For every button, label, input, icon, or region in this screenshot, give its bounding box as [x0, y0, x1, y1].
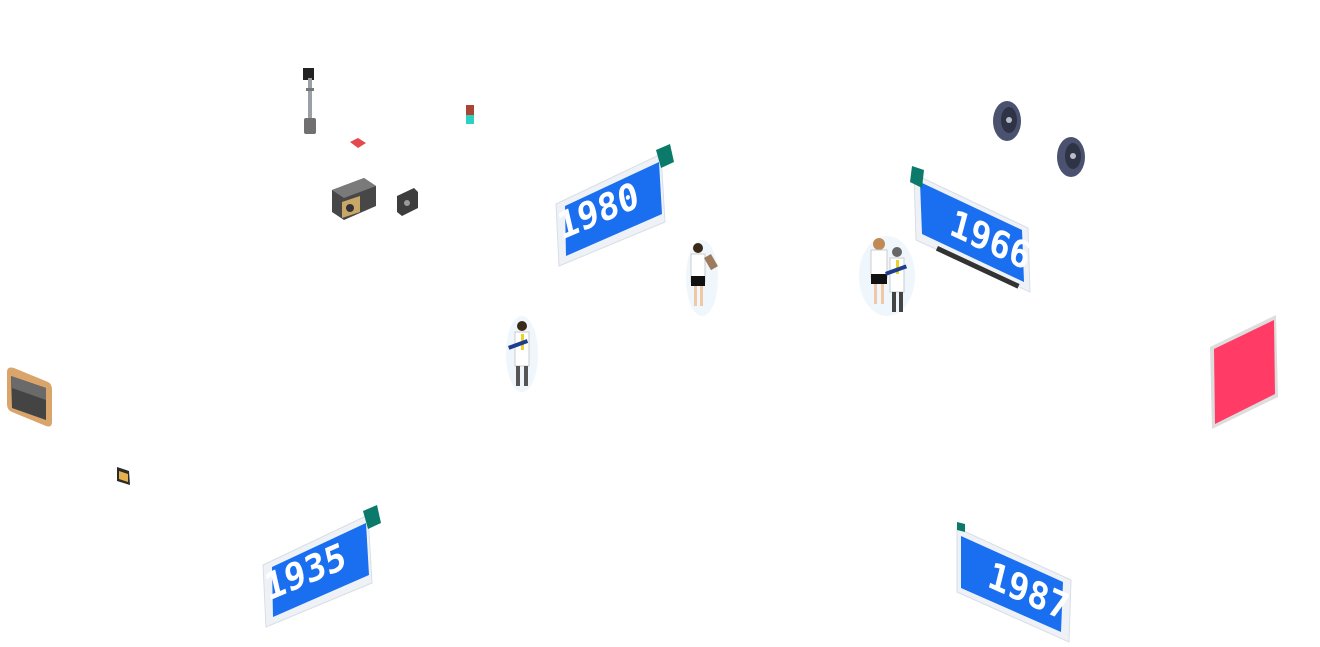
- year-display[interactable]: 1980: [553, 144, 683, 269]
- year-display[interactable]: 1987: [953, 520, 1083, 645]
- old-tv-icon[interactable]: [4, 366, 54, 430]
- traffic-light-icon[interactable]: [465, 105, 475, 125]
- speaker-disc-icon[interactable]: [1054, 136, 1090, 178]
- wall-speaker-icon[interactable]: [394, 188, 420, 218]
- pink-panel-icon[interactable]: [1208, 313, 1280, 431]
- photo-card-icon[interactable]: [115, 465, 133, 487]
- tiny-red-card-icon[interactable]: [350, 138, 366, 148]
- year-display[interactable]: 1966: [908, 164, 1038, 304]
- scientist-figure-icon[interactable]: [502, 312, 542, 394]
- year-display[interactable]: 1935: [260, 505, 390, 630]
- street-lamp-icon[interactable]: [298, 64, 322, 138]
- speaker-disc-icon[interactable]: [990, 100, 1026, 142]
- scientist-figure-icon[interactable]: [682, 236, 722, 318]
- scientist-figure-icon[interactable]: [857, 232, 919, 318]
- retro-camera-icon[interactable]: [328, 176, 380, 226]
